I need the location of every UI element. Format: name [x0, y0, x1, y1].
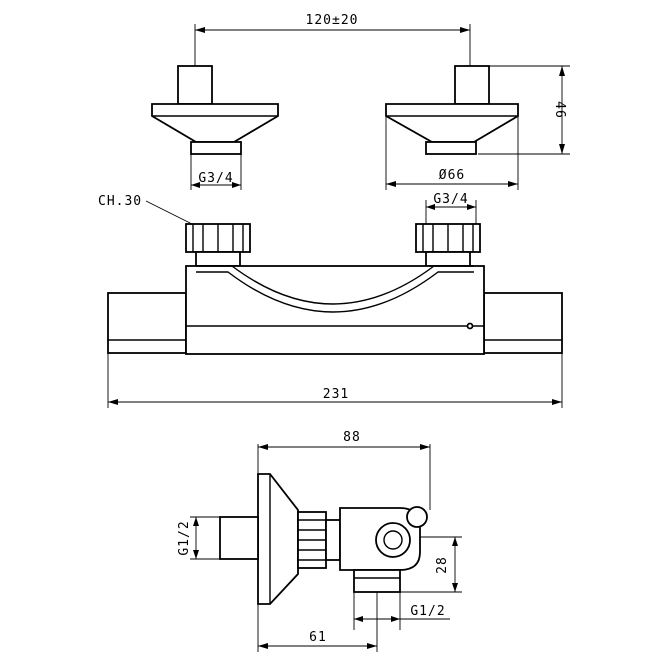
- dimension-connector-height-label: 46: [552, 101, 567, 119]
- dimension-inlet-thread-label: G1/2: [177, 520, 192, 555]
- dimension-spacing-label: 120±20: [306, 13, 359, 28]
- side-elevation-view: 88 G1/2: [177, 430, 462, 652]
- dimension-outlet-height-label: 28: [435, 556, 450, 574]
- dimension-total-length: 231: [107, 353, 563, 408]
- dimension-outlet-height: 28: [400, 536, 462, 593]
- inlet-pipe: [219, 516, 259, 560]
- dimension-inlet-left-label: G3/4: [198, 171, 233, 186]
- dimension-flange-diameter-label: Ø66: [439, 168, 465, 183]
- dimension-outlet-top: G3/4: [425, 192, 477, 224]
- dimension-inlet-left: G3/4: [190, 154, 242, 190]
- dimension-side-width-label: 88: [343, 430, 361, 445]
- wall-flange: [257, 473, 299, 605]
- dimension-outlet-thread-label: G1/2: [410, 604, 445, 619]
- side-hex-nut: [297, 511, 341, 569]
- dimension-outlet-thread: G1/2: [353, 592, 450, 630]
- wrench-size-label: CH.30: [98, 194, 142, 209]
- dimension-side-depth: 61: [257, 592, 378, 652]
- dimension-outlet-top-label: G3/4: [433, 192, 468, 207]
- left-hex-nut: [185, 223, 251, 267]
- front-elevation-view: 120±20 46 G3/4 Ø66: [98, 13, 570, 408]
- mixer-body-side: [339, 506, 428, 593]
- dimension-connector-height: 46: [478, 65, 570, 155]
- right-eccentric-connector: [385, 65, 519, 155]
- dimension-inlet-thread: G1/2: [177, 516, 220, 560]
- dimension-side-depth-label: 61: [309, 630, 327, 645]
- dimension-side-width: 88: [257, 430, 431, 510]
- dimension-total-length-label: 231: [323, 387, 349, 402]
- right-hex-nut: [415, 223, 481, 267]
- dimension-spacing: 120±20: [194, 13, 471, 66]
- mixer-body: [107, 265, 563, 355]
- dimension-flange-diameter: Ø66: [385, 116, 519, 190]
- left-eccentric-connector: [151, 65, 279, 155]
